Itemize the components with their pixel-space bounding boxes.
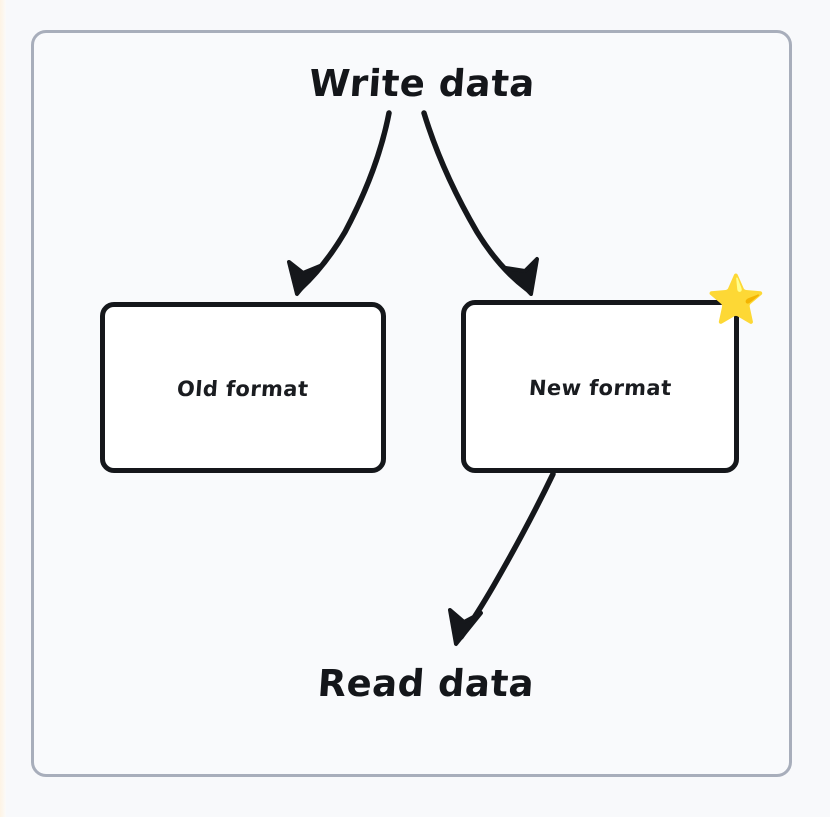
new-format-box[interactable]: New format	[461, 300, 739, 473]
new-format-label: New format	[527, 375, 673, 400]
read-data-label: Read data	[316, 662, 536, 705]
left-edge-strip	[0, 0, 6, 817]
star-icon: ⭐	[706, 272, 766, 328]
old-format-label: Old format	[176, 376, 310, 401]
write-data-label: Write data	[307, 62, 537, 105]
old-format-box[interactable]: Old format	[100, 302, 386, 473]
